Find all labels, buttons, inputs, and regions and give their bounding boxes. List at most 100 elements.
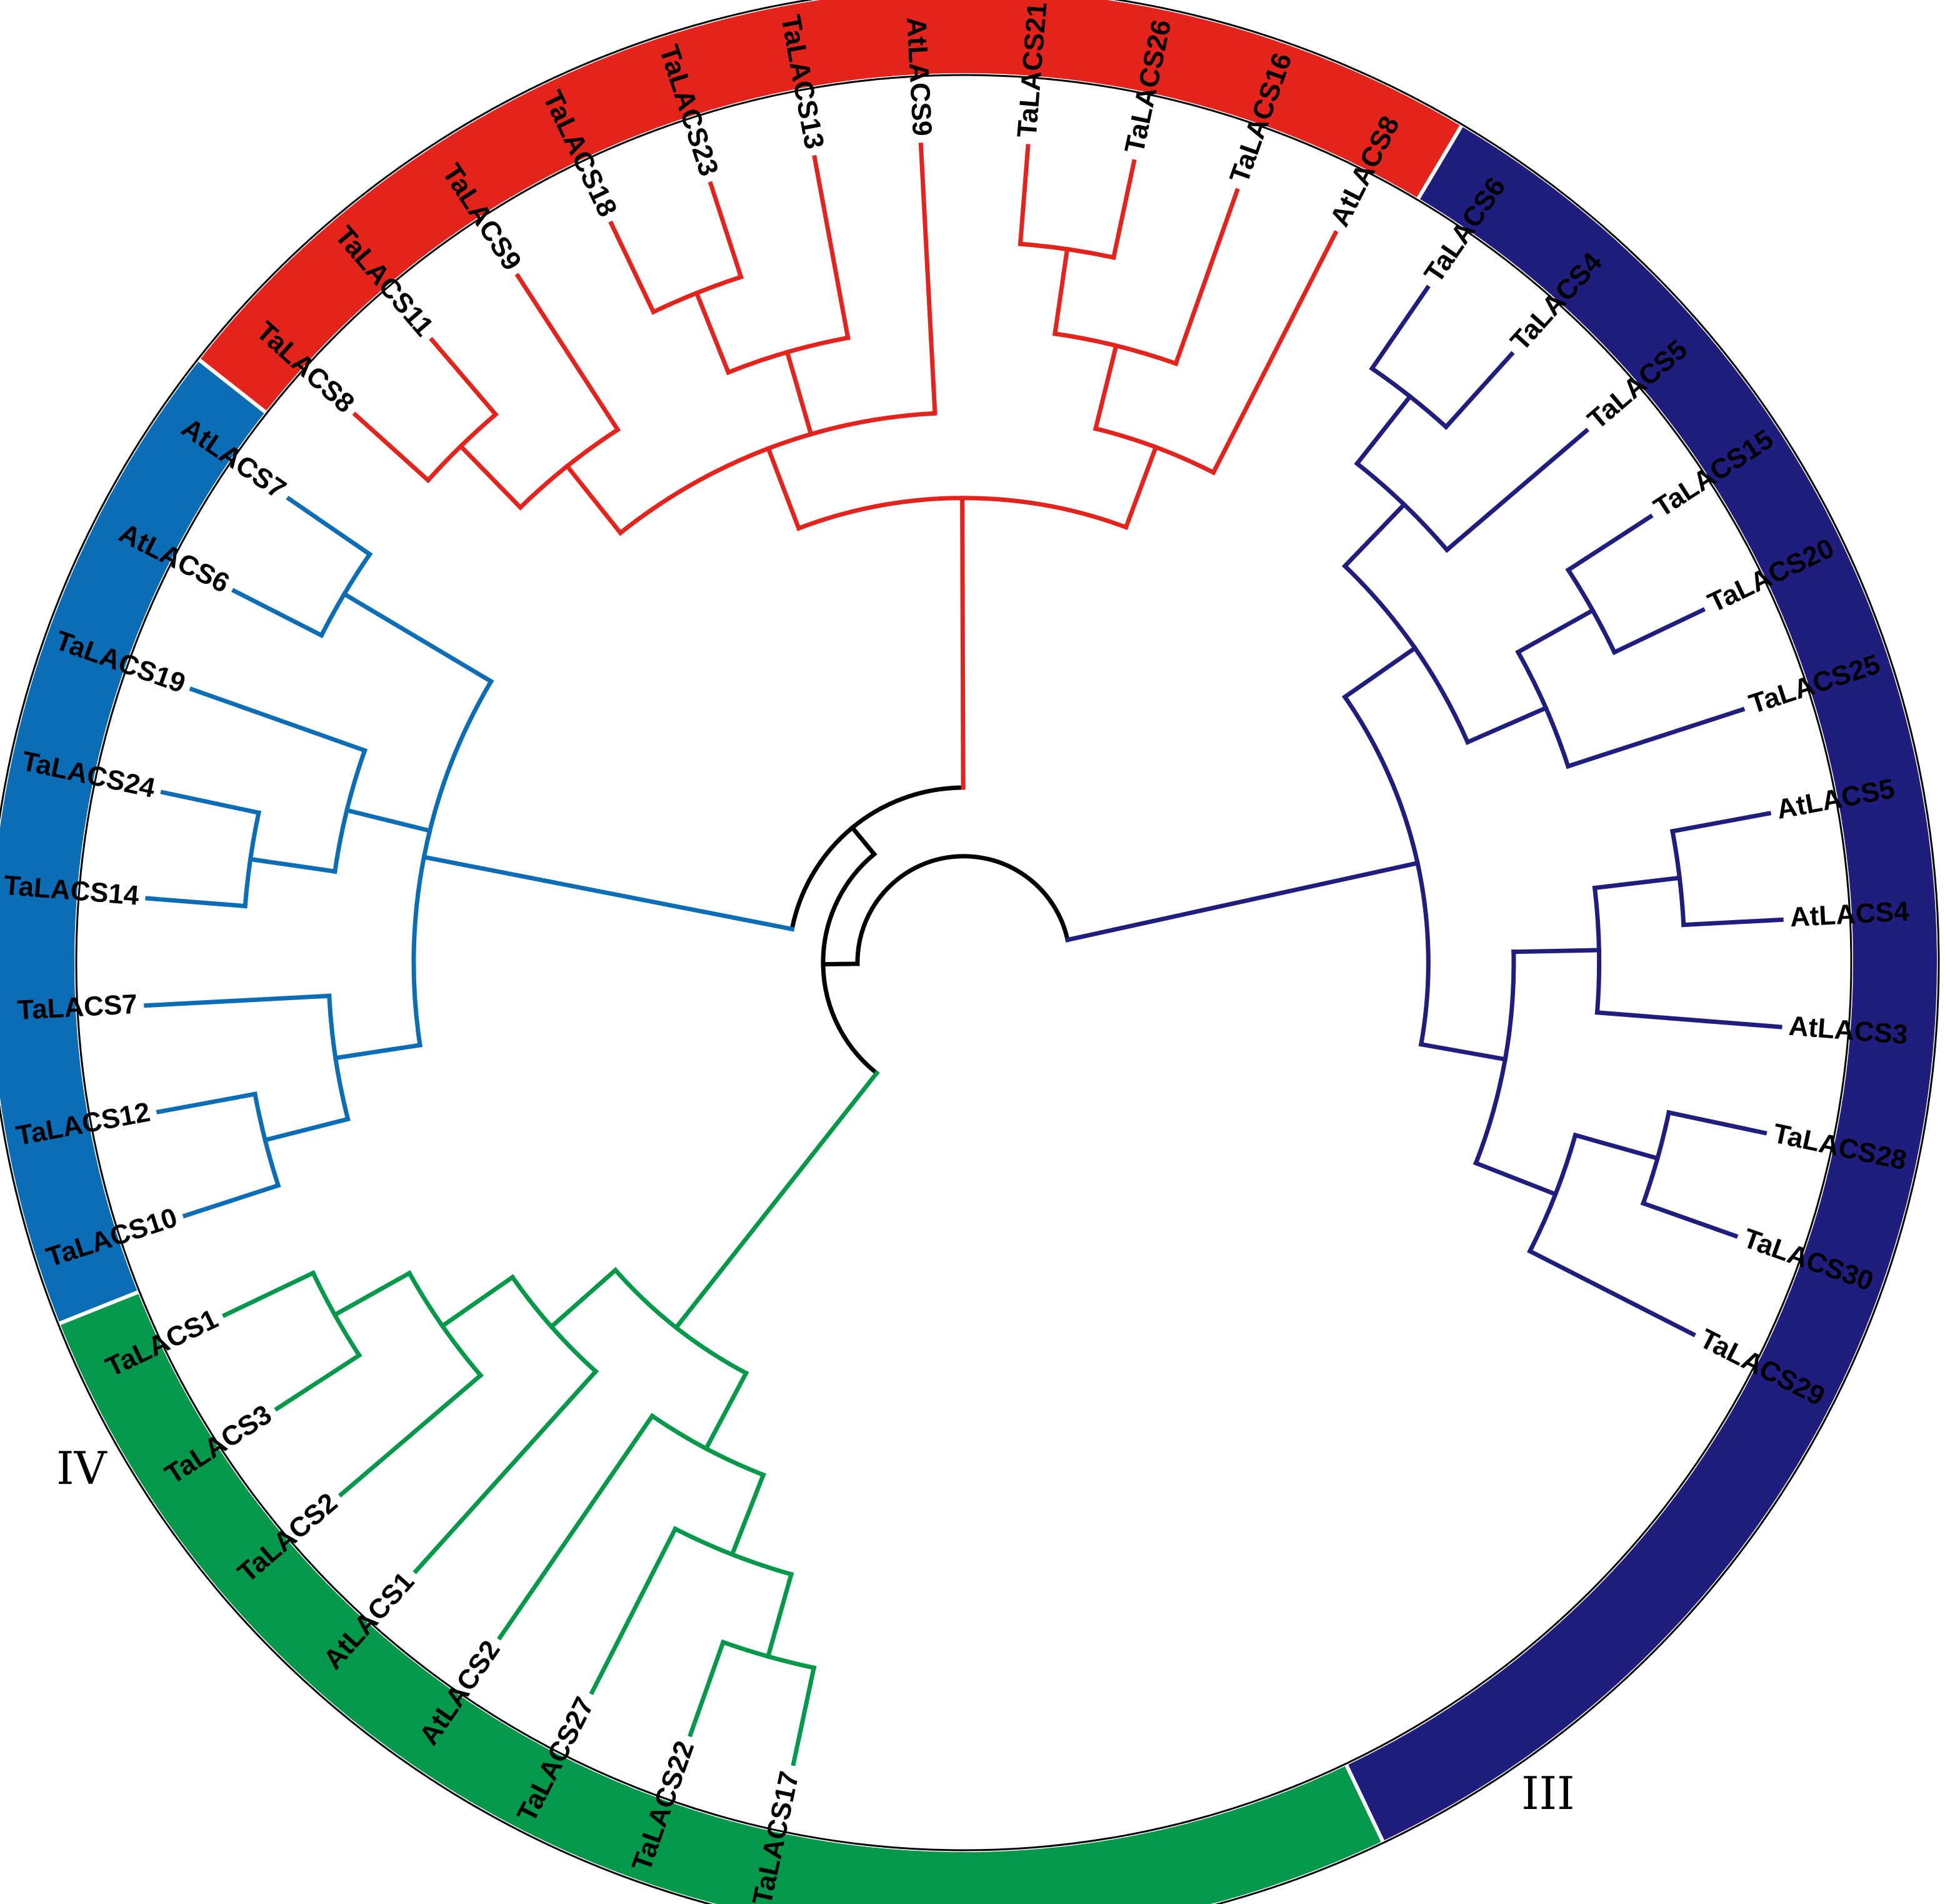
branch-edge-86 xyxy=(1444,428,1590,553)
branch-arc-16 xyxy=(509,1274,599,1375)
clade-ring-iii xyxy=(56,1289,1386,1904)
branch-arc-48 xyxy=(796,496,1129,531)
clade-ring-ii xyxy=(0,356,270,1326)
leaf-label-atlacs9: AtLACS9 xyxy=(901,16,938,137)
branch-arc-90 xyxy=(1565,566,1618,656)
branch-arc-67 xyxy=(1092,426,1217,476)
branch-arc-79 xyxy=(1341,563,1471,745)
branch-edge-107 xyxy=(1666,1110,1768,1136)
branch-edge-63 xyxy=(708,181,744,280)
branch-edge-75 xyxy=(1210,230,1339,476)
branch-edge-11 xyxy=(791,1665,817,1766)
clade-label-iv: IV xyxy=(56,1442,108,1495)
branch-edge-80 xyxy=(1341,501,1408,569)
branch-arc-22 xyxy=(310,1270,362,1359)
branch-edge-29 xyxy=(332,1043,422,1061)
branch-arc-88 xyxy=(1515,649,1571,769)
branch-edge-85 xyxy=(1442,351,1515,430)
branch-edge-35 xyxy=(144,993,332,1008)
branch-arc-77 xyxy=(1341,694,1431,1047)
branch-edge-87 xyxy=(1464,704,1549,745)
branch-arc-61 xyxy=(650,274,744,315)
branch-arc-30 xyxy=(327,993,351,1122)
leaf-label-atlacs4: AtLACS4 xyxy=(1789,896,1911,933)
branch-arc-69 xyxy=(1052,331,1179,367)
branch-edge-55 xyxy=(352,411,431,484)
branch-edge-17 xyxy=(412,1368,599,1575)
branch-edge-58 xyxy=(784,349,814,437)
branch-edge-72 xyxy=(1018,144,1031,246)
clade-labels: IIIIIIIV xyxy=(56,1442,1574,1820)
branch-edge-105 xyxy=(1572,1132,1661,1161)
branch-arc-19 xyxy=(406,1270,484,1379)
branch-edge-7 xyxy=(729,1471,766,1558)
branch-arc-10 xyxy=(720,1639,817,1671)
branch-edge-12 xyxy=(688,1639,726,1738)
branch-arc-44 xyxy=(318,551,373,639)
branch-edge-15 xyxy=(548,1266,619,1330)
branch-edge-3 xyxy=(672,1070,880,1331)
branch-edge-108 xyxy=(1640,1200,1739,1239)
branch-arc-97 xyxy=(1592,885,1602,1015)
branch-edge-24 xyxy=(221,1270,316,1318)
branch-edge-51 xyxy=(564,463,624,536)
branch-edge-9 xyxy=(765,1571,794,1660)
branch-edge-1 xyxy=(821,961,860,967)
branch-edge-93 xyxy=(1565,706,1746,769)
branch-edge-102 xyxy=(1594,1010,1782,1030)
branch-edge-94 xyxy=(1418,1041,1508,1062)
branch-edge-14 xyxy=(497,1413,656,1641)
branch-edge-68 xyxy=(1092,343,1119,431)
tree-branches xyxy=(144,143,1784,1766)
branch-arc-0 xyxy=(855,854,1071,966)
branch-edge-82 xyxy=(1354,393,1413,467)
branch-edge-89 xyxy=(1515,607,1596,655)
branch-arc-99 xyxy=(1669,828,1686,928)
branch-edge-27 xyxy=(421,854,795,932)
branch-edge-73 xyxy=(1111,159,1137,261)
branch-arc-106 xyxy=(1640,1110,1672,1206)
branch-edge-57 xyxy=(514,273,621,433)
branch-edge-103 xyxy=(1472,1160,1559,1198)
branch-arc-59 xyxy=(725,335,851,376)
branch-arc-6 xyxy=(649,1413,766,1478)
branch-edge-92 xyxy=(1611,607,1706,656)
branch-edge-31 xyxy=(262,1116,351,1143)
branch-arc-28 xyxy=(411,678,494,1048)
branch-edge-23 xyxy=(274,1352,362,1412)
branch-edge-70 xyxy=(1052,246,1070,336)
branch-edge-45 xyxy=(231,588,325,639)
clade-label-iii: III xyxy=(1521,1767,1574,1820)
branch-edge-62 xyxy=(608,220,657,315)
branch-edge-53 xyxy=(458,443,524,511)
branch-arc-95 xyxy=(1472,949,1516,1166)
branch-arc-52 xyxy=(517,426,621,511)
branch-edge-60 xyxy=(694,290,731,376)
branch-edge-65 xyxy=(918,143,938,416)
branch-arc-83 xyxy=(1369,365,1449,430)
leaf-label-talacs7: TaLACS7 xyxy=(16,989,138,1026)
branch-arc-8 xyxy=(672,1526,794,1577)
branch-arc-26 xyxy=(789,785,966,932)
branch-edge-46 xyxy=(286,496,373,558)
branch-edge-74 xyxy=(1172,188,1240,367)
branch-edge-33 xyxy=(182,1182,281,1219)
branch-edge-36 xyxy=(344,807,432,834)
branch-edge-78 xyxy=(1341,644,1418,700)
branch-edge-76 xyxy=(1064,860,1421,943)
branch-arc-4 xyxy=(612,1266,749,1376)
branch-edge-40 xyxy=(145,896,248,909)
branch-edge-84 xyxy=(1369,284,1431,372)
branch-edge-34 xyxy=(156,1091,258,1115)
branch-edge-18 xyxy=(439,1274,516,1330)
branch-edge-13 xyxy=(589,1526,679,1695)
branch-edge-100 xyxy=(1669,811,1772,834)
branch-arc-50 xyxy=(617,411,938,536)
branch-edge-21 xyxy=(331,1270,412,1318)
branch-edge-43 xyxy=(341,591,494,684)
branch-edge-109 xyxy=(1527,1248,1696,1338)
branch-arc-81 xyxy=(1354,460,1451,553)
branch-edge-96 xyxy=(1511,948,1602,955)
